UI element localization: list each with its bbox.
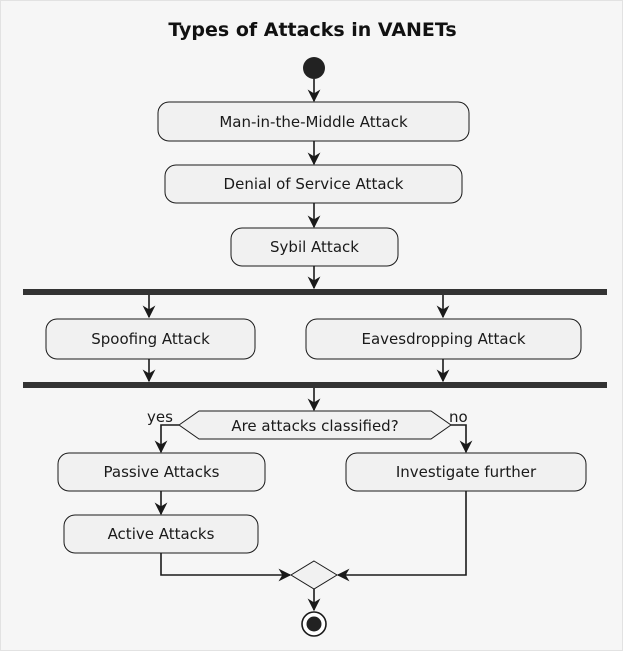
node-spoofing: Spoofing Attack [45,318,256,360]
decision-label: Are attacks classified? [231,417,398,435]
node-eavesdropping-label: Eavesdropping Attack [361,330,525,348]
edge-active-merge [160,552,292,582]
node-passive-label: Passive Attacks [104,463,220,481]
edge-decision-yes [154,424,179,454]
node-sybil-label: Sybil Attack [270,238,359,256]
end-node-dot [306,616,322,632]
node-dos: Denial of Service Attack [164,164,463,204]
node-active: Active Attacks [63,514,259,554]
merge-node [290,560,338,590]
start-node [303,57,325,79]
node-mitm: Man-in-the-Middle Attack [157,101,470,142]
node-sybil: Sybil Attack [230,227,399,267]
node-active-label: Active Attacks [108,525,215,543]
branch-no-label: no [449,408,468,426]
fork-bar [23,289,607,295]
node-dos-label: Denial of Service Attack [224,175,404,193]
edge-decision-no [451,424,473,454]
node-passive: Passive Attacks [57,452,266,492]
edge-investigate-merge [336,491,467,582]
node-spoofing-label: Spoofing Attack [91,330,210,348]
node-investigate: Investigate further [345,452,587,492]
node-investigate-label: Investigate further [396,463,537,481]
diagram-title: Types of Attacks in VANETs [168,19,457,41]
node-eavesdropping: Eavesdropping Attack [305,318,582,360]
node-mitm-label: Man-in-the-Middle Attack [219,113,408,131]
branch-yes-label: yes [147,408,173,426]
join-bar [23,382,607,388]
